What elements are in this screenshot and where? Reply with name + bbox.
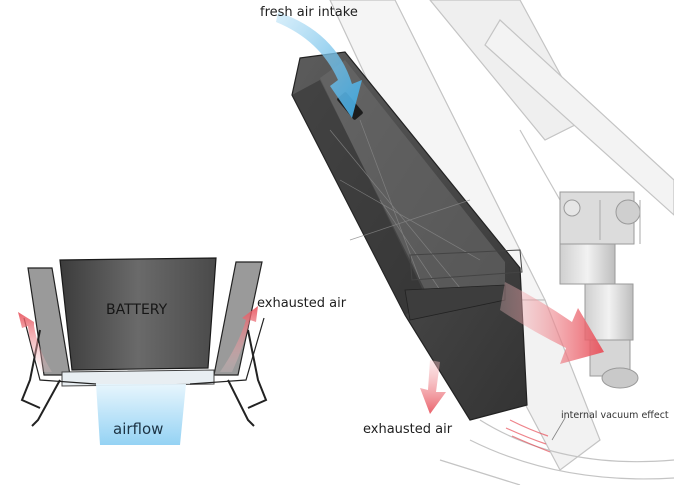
vacuum-effect-lines [505,417,566,453]
airflow-label: airflow [113,420,164,438]
battery-main [291,51,528,421]
exhaust-arrow-right [500,282,604,364]
exhaust-arrow-small-left [18,312,52,372]
exhaust-arrow-small-right [220,306,258,372]
fresh-air-intake-label: fresh air intake [260,5,358,20]
rear-shock [559,191,641,389]
exhausted-air-label-left: exhausted air [257,296,347,311]
cross-section [20,257,268,427]
battery-label: BATTERY [106,302,168,318]
exhausted-air-label-bottom: exhausted air [363,422,453,437]
exhaust-arrow-bottom [420,360,446,414]
internal-vacuum-effect-label: internal vacuum effect [561,410,669,421]
intake-arrow [276,12,362,118]
airflow-fill [96,384,186,445]
